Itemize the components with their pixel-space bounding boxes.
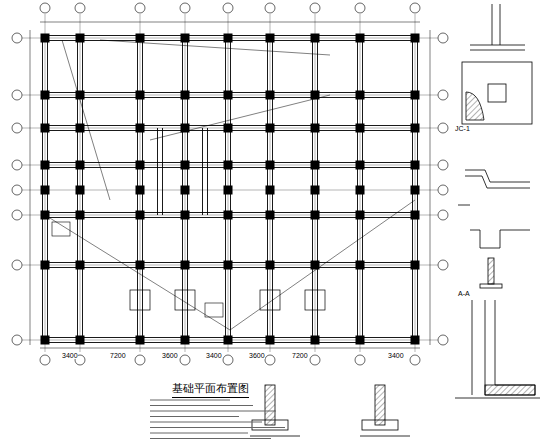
- dimension: 3600: [249, 352, 265, 359]
- section-label: A-A: [458, 290, 470, 297]
- dimension: 7200: [110, 352, 126, 359]
- dimension: 3400: [206, 352, 222, 359]
- dimension: 3600: [162, 352, 178, 359]
- drawing-title: 基础平面布置图: [172, 381, 249, 398]
- dimension: 7200: [292, 352, 308, 359]
- dimension: 3400: [388, 352, 404, 359]
- dimension: 3400: [62, 352, 78, 359]
- detail-label: JC-1: [455, 125, 470, 132]
